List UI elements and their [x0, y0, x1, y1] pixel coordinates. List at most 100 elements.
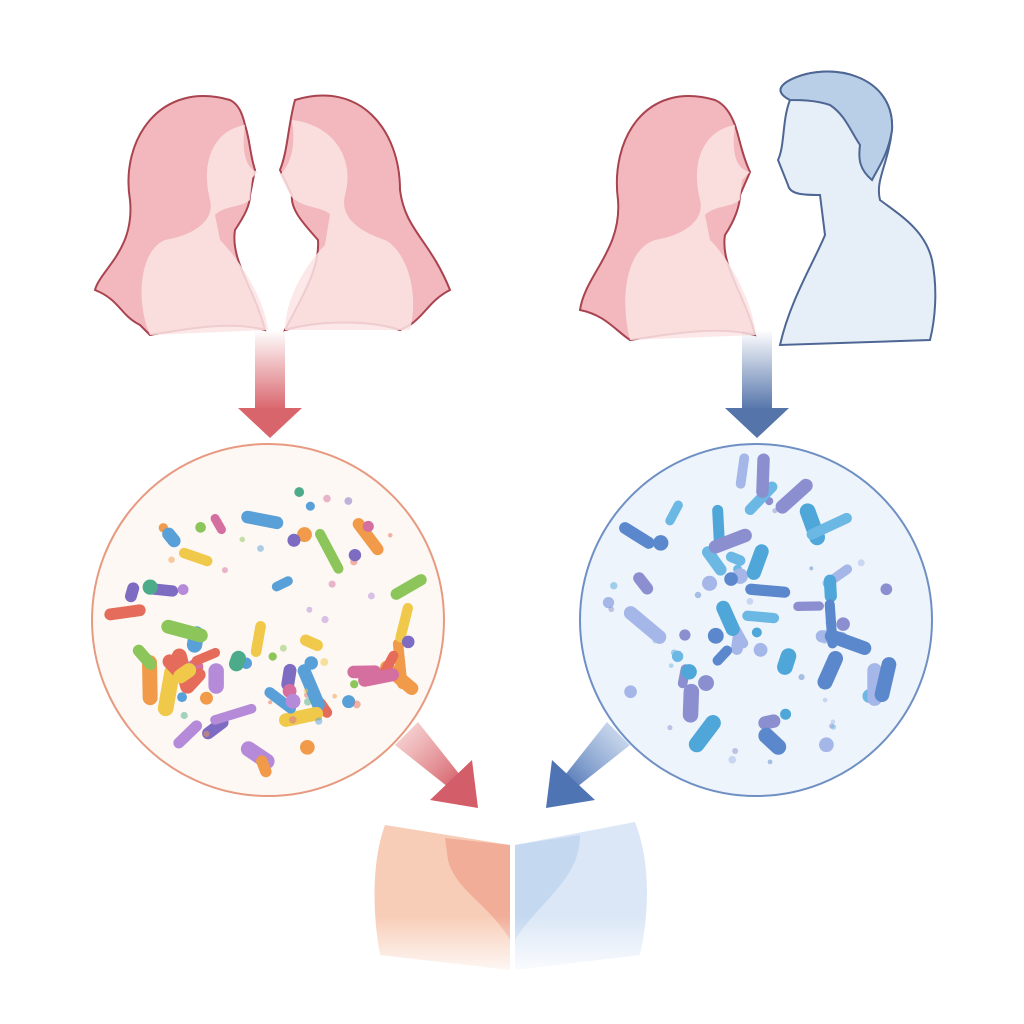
particle	[798, 673, 805, 681]
rod-bacterium	[730, 631, 745, 655]
rod-bacterium	[162, 527, 181, 548]
cocci-bacterium	[624, 685, 637, 699]
arrow-down-left	[238, 330, 302, 438]
cocci-bacterium	[681, 664, 697, 680]
rod-bacterium	[183, 668, 206, 692]
cocci-bacterium	[780, 708, 792, 720]
cocci-bacterium	[177, 692, 187, 703]
rod-bacterium	[124, 582, 140, 603]
microbiome-right	[579, 443, 933, 797]
cocci-bacterium	[305, 501, 315, 511]
rod-bacterium	[716, 600, 740, 636]
rod-bacterium	[746, 544, 769, 580]
rod-bacterium	[297, 664, 325, 712]
particle	[667, 725, 673, 731]
couple-right	[578, 70, 937, 347]
rod-bacterium	[191, 647, 221, 666]
particle	[388, 533, 393, 538]
cocci-bacterium	[294, 487, 305, 497]
result-pelvis-icon	[360, 820, 660, 980]
rod-bacterium	[173, 663, 197, 684]
rod-bacterium	[633, 572, 654, 595]
cocci-bacterium	[698, 675, 714, 691]
particle	[732, 748, 739, 755]
rod-bacterium	[745, 583, 791, 598]
rod-bacterium	[271, 576, 293, 592]
cocci-bacterium	[300, 739, 315, 755]
particle	[203, 730, 210, 738]
rod-bacterium	[712, 645, 733, 666]
rod-bacterium	[358, 668, 400, 687]
woman-icon	[578, 95, 757, 342]
woman-right-icon	[278, 94, 452, 332]
rod-bacterium	[395, 602, 413, 643]
particle	[304, 698, 312, 706]
cocci-bacterium	[819, 737, 834, 753]
particle	[289, 716, 297, 724]
cocci-bacterium	[285, 693, 301, 709]
particle	[315, 717, 323, 725]
rod-bacterium	[744, 481, 778, 515]
cocci-bacterium	[195, 522, 206, 533]
microbes-left	[104, 487, 427, 778]
rod-bacterium	[665, 500, 683, 526]
particle	[303, 688, 309, 694]
cocci-bacterium	[602, 597, 615, 609]
rod-bacterium	[756, 453, 770, 498]
rod-bacterium	[824, 629, 872, 655]
rod-bacterium	[777, 648, 797, 675]
cocci-bacterium	[142, 579, 158, 595]
cocci-bacterium	[753, 642, 768, 657]
rod-bacterium	[256, 755, 272, 778]
rod-bacterium	[104, 604, 146, 621]
particle	[328, 580, 336, 588]
particle	[323, 494, 331, 503]
arrow-diag-right	[546, 722, 630, 808]
particle	[830, 724, 837, 730]
cocci-bacterium	[707, 627, 724, 644]
rod-bacterium	[775, 478, 813, 514]
particle	[694, 591, 702, 599]
rod-bacterium	[173, 720, 203, 749]
rod-bacterium	[300, 634, 323, 651]
cocci-bacterium	[652, 535, 669, 551]
cocci-bacterium	[880, 583, 893, 596]
cocci-bacterium	[836, 617, 850, 631]
particle	[320, 658, 329, 667]
rod-bacterium	[742, 610, 780, 624]
particle	[306, 606, 313, 613]
particle	[767, 759, 773, 765]
rod-bacterium	[132, 644, 157, 671]
man-icon	[776, 70, 937, 347]
rod-bacterium	[619, 522, 655, 549]
particle	[332, 693, 338, 699]
particle	[728, 755, 737, 764]
rod-bacterium	[390, 574, 427, 600]
rod-bacterium	[708, 528, 752, 554]
rod-bacterium	[250, 621, 266, 657]
rod-bacterium	[735, 453, 750, 489]
cocci-bacterium	[348, 548, 362, 562]
rod-bacterium	[178, 547, 213, 567]
cocci-bacterium	[702, 575, 718, 591]
rod-bacterium	[688, 714, 721, 753]
rod-bacterium	[352, 518, 384, 556]
particle	[857, 559, 865, 567]
cocci-bacterium	[724, 572, 738, 586]
cocci-bacterium	[362, 520, 374, 532]
particle	[610, 582, 618, 590]
rod-bacterium	[823, 574, 837, 603]
particle	[809, 566, 814, 571]
rod-bacterium	[161, 619, 208, 643]
couple-left	[93, 94, 452, 337]
particle	[279, 644, 287, 652]
rod-bacterium	[758, 727, 787, 755]
rod-bacterium	[208, 663, 224, 694]
particle	[221, 567, 228, 574]
rod-bacterium	[817, 651, 844, 690]
cocci-bacterium	[297, 527, 312, 543]
particle	[668, 663, 674, 668]
rod-bacterium	[793, 601, 824, 611]
particle	[321, 615, 329, 624]
microbiome-left	[91, 443, 445, 797]
